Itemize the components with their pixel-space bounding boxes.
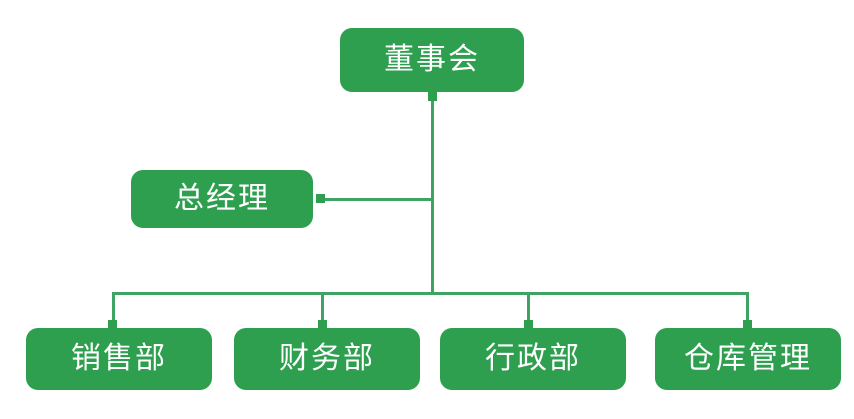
node-general-manager[interactable]: 总经理 [131, 170, 313, 228]
pip-dept-3-top [743, 320, 752, 329]
node-label: 仓库管理 [684, 342, 812, 375]
pip-manager-right [316, 194, 325, 203]
node-department-administration[interactable]: 行政部 [440, 328, 626, 390]
connector-drop-dept-2 [527, 292, 530, 328]
pip-root-bottom [428, 92, 437, 101]
node-label: 财务部 [279, 342, 375, 375]
node-board-of-directors[interactable]: 董事会 [340, 28, 524, 92]
node-label: 销售部 [71, 342, 167, 375]
connector-drop-dept-0 [112, 292, 115, 328]
connector-drop-dept-3 [746, 292, 749, 328]
connector-distribution-bar [112, 292, 749, 295]
connector-trunk-vertical [431, 95, 434, 294]
node-label: 总经理 [174, 182, 270, 215]
node-department-sales[interactable]: 销售部 [26, 328, 212, 390]
pip-dept-2-top [524, 320, 533, 329]
pip-dept-0-top [108, 320, 117, 329]
node-label: 董事会 [384, 43, 480, 76]
node-department-finance[interactable]: 财务部 [234, 328, 420, 390]
pip-dept-1-top [318, 320, 327, 329]
connector-branch-manager [320, 198, 432, 201]
connector-drop-dept-1 [321, 292, 324, 328]
node-label: 行政部 [485, 342, 581, 375]
node-department-warehouse[interactable]: 仓库管理 [655, 328, 841, 390]
